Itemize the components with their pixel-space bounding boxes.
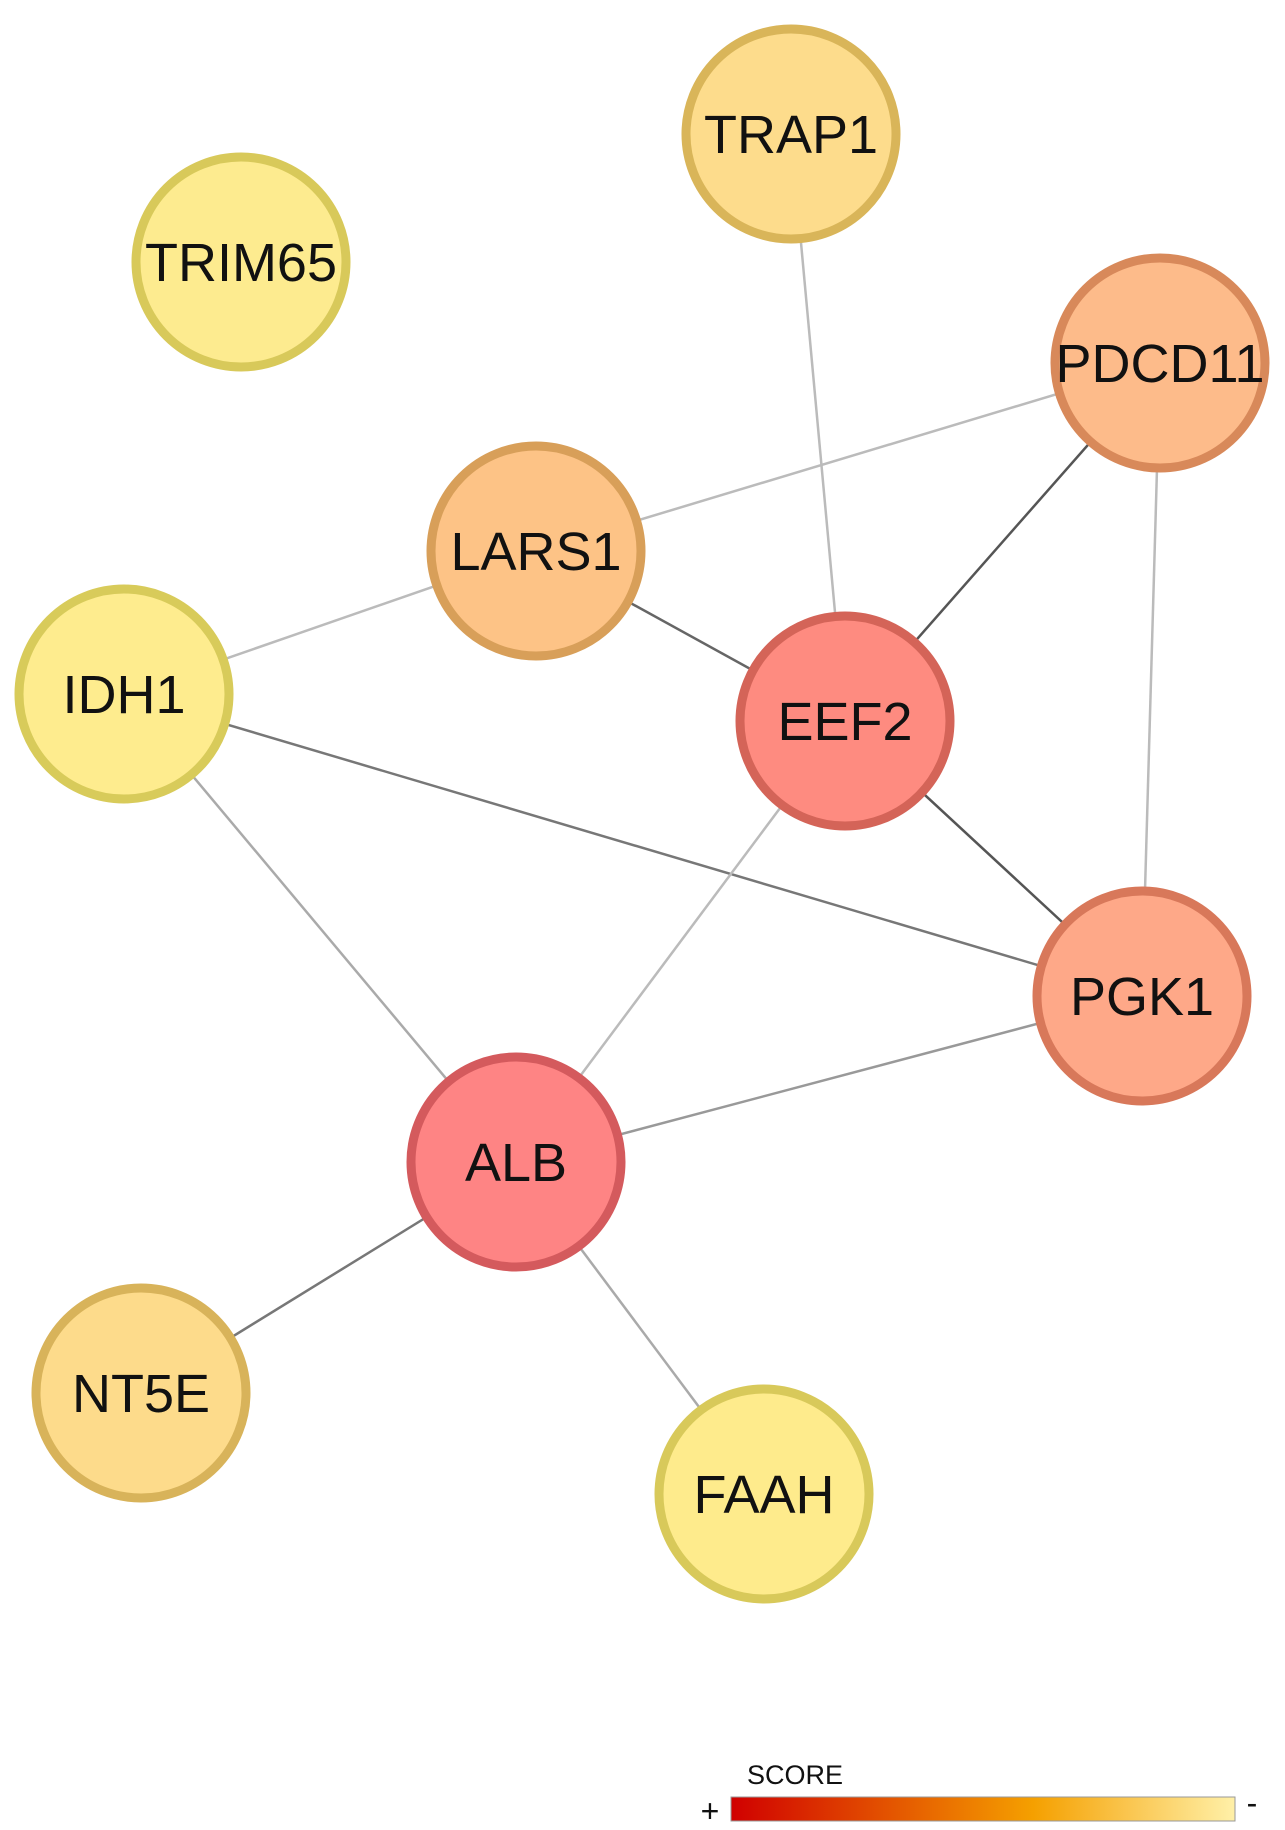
node-trim65[interactable]: TRIM65 bbox=[131, 152, 351, 372]
node-pgk1[interactable]: PGK1 bbox=[1032, 886, 1252, 1106]
legend-title: SCORE bbox=[747, 1760, 843, 1790]
node-circle bbox=[735, 611, 955, 831]
node-label: TRAP1 bbox=[704, 105, 878, 165]
node-nt5e[interactable]: NT5E bbox=[31, 1283, 251, 1503]
node-alb[interactable]: ALB bbox=[406, 1052, 626, 1272]
node-circle bbox=[14, 584, 234, 804]
node-circle bbox=[1032, 886, 1252, 1106]
node-circle bbox=[406, 1052, 626, 1272]
node-trap1[interactable]: TRAP1 bbox=[681, 24, 901, 244]
node-faah[interactable]: FAAH bbox=[654, 1384, 874, 1604]
node-circle bbox=[426, 441, 646, 661]
node-label: ALB bbox=[465, 1133, 567, 1193]
score-legend: SCORE + - bbox=[701, 1760, 1258, 1829]
legend-minus-sign: - bbox=[1247, 1785, 1258, 1821]
node-idh1[interactable]: IDH1 bbox=[14, 584, 234, 804]
node-pdcd11[interactable]: PDCD11 bbox=[1050, 253, 1270, 473]
node-circle bbox=[681, 24, 901, 244]
node-label: FAAH bbox=[693, 1465, 834, 1525]
legend-plus-sign: + bbox=[701, 1793, 720, 1829]
node-label: IDH1 bbox=[62, 665, 185, 725]
node-label: TRIM65 bbox=[145, 233, 337, 293]
node-label: LARS1 bbox=[450, 522, 621, 582]
node-circle bbox=[654, 1384, 874, 1604]
node-label: PGK1 bbox=[1070, 967, 1214, 1027]
node-circle bbox=[1050, 253, 1270, 473]
node-eef2[interactable]: EEF2 bbox=[735, 611, 955, 831]
node-circle bbox=[31, 1283, 251, 1503]
edge-idh1-pgk1 bbox=[123, 692, 1143, 998]
node-circle bbox=[131, 152, 351, 372]
node-label: NT5E bbox=[72, 1364, 210, 1424]
node-label: EEF2 bbox=[777, 692, 912, 752]
node-lars1[interactable]: LARS1 bbox=[426, 441, 646, 661]
legend-gradient-bar bbox=[730, 1796, 1236, 1822]
node-label: PDCD11 bbox=[1055, 334, 1264, 394]
